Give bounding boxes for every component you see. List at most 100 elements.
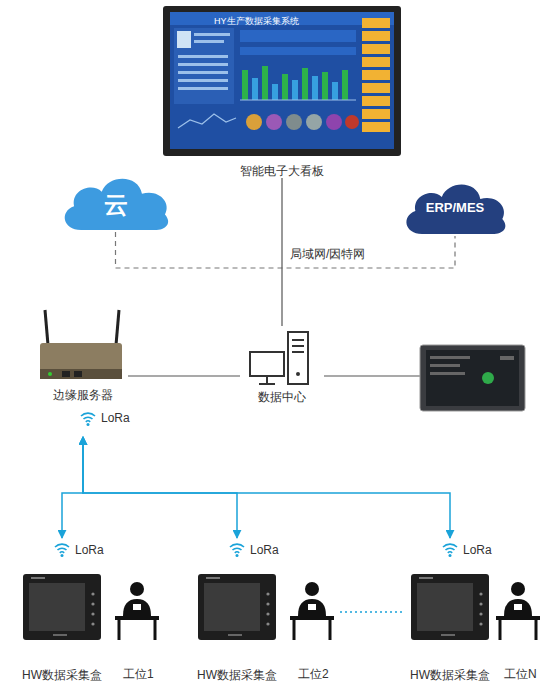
- connector-line: [128, 375, 240, 376]
- touch-panel: [426, 350, 519, 406]
- dashboard-screen: [362, 57, 390, 67]
- lora-icons: [443, 544, 457, 557]
- dashboard-screen: [302, 68, 308, 100]
- data-center-icon: [288, 332, 308, 384]
- data-center-icon: [266, 376, 268, 383]
- dashboard-screen: [306, 114, 322, 130]
- annotation-label: 工位2: [298, 667, 329, 681]
- touch-panel: [430, 356, 470, 359]
- dashboard-screen: [362, 109, 390, 119]
- touch-panel: [500, 356, 514, 360]
- dashboard-screen: [362, 83, 390, 93]
- dashboard-screen: [178, 79, 228, 82]
- dashboard-screen: [240, 47, 356, 55]
- workstations: [23, 574, 540, 640]
- lora-icons: [230, 544, 244, 557]
- dashboard-screen: [272, 84, 278, 100]
- dashboard-screen: [174, 28, 234, 104]
- touch-panel: [430, 364, 460, 367]
- dashboard-screen: [286, 114, 302, 130]
- data-center-icon: [250, 332, 308, 384]
- node-text: HW数据采集盒: [12, 668, 112, 682]
- dashboard-screen: [362, 18, 390, 28]
- edge-server-router: [116, 310, 119, 345]
- touch-panel: [324, 345, 525, 411]
- node-text: HW数据采集盒: [400, 668, 500, 682]
- node-text: 智能电子大看板: [163, 164, 401, 178]
- data-center-box: 数据中心: [240, 326, 324, 406]
- dashboard-screen: [292, 80, 298, 100]
- edge-server-router: [40, 343, 122, 379]
- node-text: 数据中心: [240, 390, 324, 404]
- dashboard-screen: [178, 55, 228, 58]
- dashboard-screen: [262, 66, 268, 100]
- annotation-label: LoRa: [250, 543, 279, 557]
- dashboard-screen: [282, 74, 288, 100]
- screen-title: HY生产数据采集系统: [214, 14, 299, 28]
- edge-label: 局域网/因特网: [290, 247, 365, 261]
- dashboard-screen: [362, 122, 390, 132]
- workstations: [496, 582, 540, 640]
- touch-panel: [482, 372, 494, 384]
- connector-arrow: [62, 437, 83, 538]
- annotation-label: 工位N: [504, 667, 537, 681]
- lora-icons: [81, 413, 95, 426]
- dashboard-screen: [266, 114, 282, 130]
- data-center-icon: [250, 352, 284, 376]
- edge-server-router: [48, 372, 52, 376]
- dashboard-screen: [242, 70, 248, 100]
- annotation-label: LoRa: [75, 543, 104, 557]
- dashboard-screen: [178, 71, 228, 74]
- dashboard-screen: [345, 115, 359, 129]
- node-text: HW数据采集盒: [187, 668, 287, 682]
- edge-server-router: [45, 310, 48, 345]
- lora-icons: [55, 413, 457, 557]
- data-center-icon: [292, 351, 304, 353]
- collector-box: HW数据采集盒: [12, 538, 112, 684]
- node-text: 云: [58, 192, 173, 218]
- dashboard-screen: [362, 96, 390, 106]
- dashboard-screen: [177, 31, 191, 48]
- node-text: 边缘服务器: [38, 388, 128, 402]
- dashboard-screen: [194, 33, 230, 36]
- dashboard-screen: [178, 63, 228, 66]
- dashboard-screen: [362, 31, 390, 41]
- dashboard-screen-box: 智能电子大看板: [163, 6, 401, 178]
- annotation-label: 工位1: [123, 667, 154, 681]
- connector-line: [116, 232, 456, 268]
- connector-arrow: [83, 437, 237, 538]
- dashboard-screen: [240, 100, 356, 101]
- edge-server-router: [62, 371, 70, 377]
- dashboard-screen: [322, 72, 328, 100]
- node-text: ERP/MES: [400, 200, 510, 216]
- dashboard-screen: [178, 114, 236, 128]
- data-center-icon: [296, 372, 300, 376]
- dashboard-screen: [163, 6, 401, 156]
- edge-server-router: [74, 371, 82, 377]
- dashboard-screen: [246, 114, 262, 130]
- dashboard-screen: [362, 44, 390, 54]
- workstations: [411, 574, 489, 640]
- collector-box: HW数据采集盒: [400, 538, 500, 684]
- touch-panel: [420, 345, 525, 411]
- cloud-node: 云: [58, 170, 173, 232]
- dashboard-screen: [342, 70, 348, 100]
- data-center-icon: [259, 383, 275, 385]
- dashboard-screen: [194, 40, 224, 43]
- edge-server-router: [40, 369, 122, 379]
- data-center-icon: [292, 339, 304, 341]
- workstations: [290, 582, 334, 640]
- dashboard-screen: [178, 87, 228, 90]
- annotation-label: LoRa: [463, 543, 492, 557]
- dashboard-screen: [312, 76, 318, 100]
- edge-server-router: [40, 310, 122, 379]
- workstations: [115, 582, 159, 640]
- workstations: [340, 611, 405, 613]
- dashboard-screen: [252, 78, 258, 100]
- lora-icons: [55, 544, 69, 557]
- workstations: [23, 574, 101, 640]
- touch-panel: [324, 375, 420, 376]
